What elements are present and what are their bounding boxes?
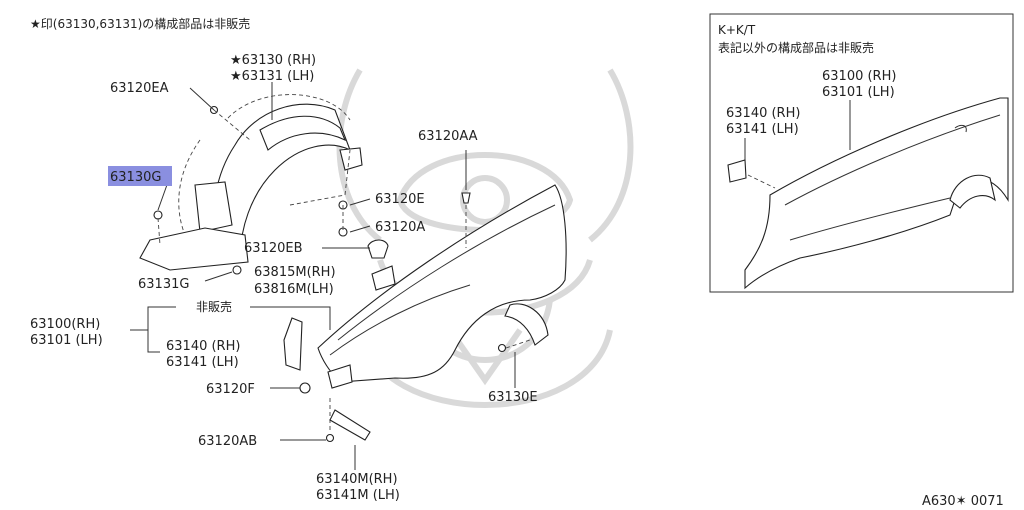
- label-63120A: 63120A: [375, 220, 425, 235]
- label-63101: 63101 (LH): [30, 333, 103, 348]
- label-63815M: 63815M(RH): [254, 265, 336, 280]
- label-63130G[interactable]: 63130G: [110, 170, 161, 185]
- fasteners-fender: [283, 150, 531, 443]
- label-63120EA: 63120EA: [110, 81, 169, 96]
- dashed-guides-left: [157, 109, 351, 246]
- label-63120AB: 63120AB: [198, 434, 257, 449]
- label-63100: 63100(RH): [30, 317, 100, 332]
- label-63816M: 63816M(LH): [254, 282, 334, 297]
- label-63131G: 63131G: [138, 277, 189, 292]
- label-63131: ★63131 (LH): [230, 69, 314, 84]
- fender-liner: [139, 94, 363, 271]
- front-fender: [317, 184, 567, 389]
- inset-label-63140: 63140 (RH): [726, 106, 800, 121]
- label-hihanbai: 非販売: [196, 299, 232, 314]
- label-63140: 63140 (RH): [166, 339, 240, 354]
- callout-labels: ★63130 (RH) ★63131 (LH) 63120EA 63130G 6…: [30, 53, 538, 503]
- label-63120F: 63120F: [206, 382, 255, 397]
- label-63130E: 63130E: [488, 390, 538, 405]
- label-63140M: 63140M(RH): [316, 472, 398, 487]
- inset-title: K+K/T: [718, 23, 756, 37]
- label-63120E: 63120E: [375, 192, 425, 207]
- inset-note: 表記以外の構成部品は非販売: [718, 40, 874, 55]
- inset-panel: K+K/T 表記以外の構成部品は非販売 63100 (RH) 63101 (LH…: [709, 13, 1014, 293]
- label-63120EB: 63120EB: [244, 241, 303, 256]
- leaders-center: [130, 306, 516, 470]
- header-note: ★印(63130,63131)の構成部品は非販売: [30, 16, 250, 31]
- label-63141M: 63141M (LH): [316, 488, 400, 503]
- highlight-box: [108, 166, 172, 186]
- inset-label-63101: 63101 (LH): [822, 85, 895, 100]
- inset-label-63141: 63141 (LH): [726, 122, 799, 137]
- label-63130: ★63130 (RH): [230, 53, 316, 68]
- leaders-left: [157, 82, 371, 282]
- label-63141: 63141 (LH): [166, 355, 239, 370]
- label-63120AA: 63120AA: [418, 129, 478, 144]
- diagram-code: A630✶ 0071: [922, 494, 1004, 509]
- inset-label-63100: 63100 (RH): [822, 69, 896, 84]
